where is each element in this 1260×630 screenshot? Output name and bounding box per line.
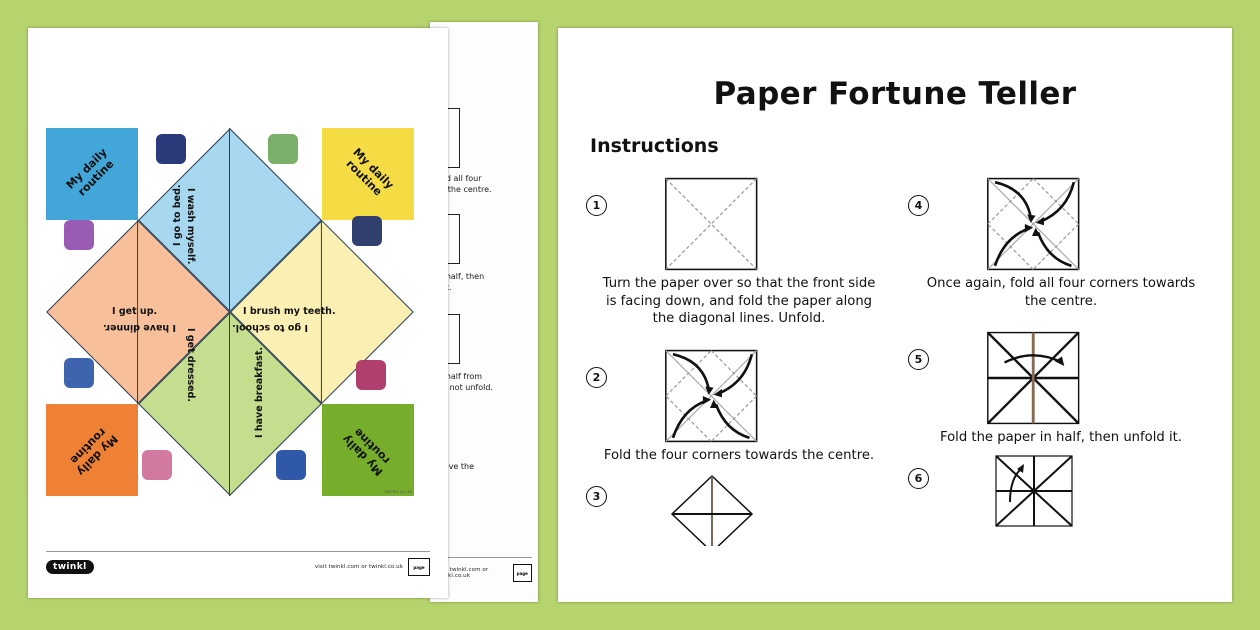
step-3-diagram-icon <box>670 474 754 546</box>
quadrant-label-have-dinner: I have dinner. <box>103 322 176 333</box>
fortune-teller-corner-top-right: My daily routine <box>322 128 414 220</box>
instruction-step-3: 3 <box>578 472 890 546</box>
child-washing-icon <box>268 134 298 164</box>
child-brushing-icon <box>352 216 382 246</box>
behind-visit-badge-icon: page <box>512 564 532 582</box>
twinkl-logo[interactable]: twinkl <box>46 560 94 574</box>
step-2-diagram-icon <box>665 349 758 443</box>
instruction-column-right: 4 <box>900 163 1212 531</box>
instruction-step-4: 4 <box>900 163 1212 310</box>
behind-footer-note: visit twinkl.com or twinkl.co.uk <box>436 567 489 579</box>
left-page-footer: twinkl visit twinkl.com or twinkl.co.uk … <box>46 551 430 576</box>
instruction-step-2: 2 <box>578 335 890 465</box>
instructions-heading: Instructions <box>590 135 719 157</box>
child-breakfast-icon <box>276 450 306 480</box>
step-number-3: 3 <box>586 485 607 507</box>
step-number-4: 4 <box>908 195 929 216</box>
right-page-instructions[interactable]: Paper Fortune Teller Instructions 1 Turn… <box>558 28 1232 602</box>
quadrant-label-get-up: I get up. <box>112 306 158 317</box>
fortune-teller-diagram: My daily routine My daily routine My dai… <box>46 128 416 498</box>
child-school-icon <box>356 360 386 390</box>
step-number-6: 6 <box>908 468 929 490</box>
instruction-step-1: 1 Turn the paper over so that the front … <box>578 163 890 328</box>
fortune-teller-corner-bottom-left: My daily routine <box>46 404 138 496</box>
child-dressing-icon <box>142 450 172 480</box>
child-sleeping-icon <box>156 134 186 164</box>
step-number-2: 2 <box>586 367 607 389</box>
step-1-diagram-icon <box>665 177 758 271</box>
child-dinner-icon <box>64 358 94 388</box>
fortune-teller-corner-top-left: My daily routine <box>46 128 138 220</box>
instruction-step-5: 5 Fold the paper in half, then unfold it… <box>900 317 1212 447</box>
visit-badge-icon: page <box>408 558 430 576</box>
left-page-fortune-teller-template[interactable]: My daily routine My daily routine My dai… <box>28 28 448 598</box>
quadrant-label-wash-myself: I wash myself. <box>185 188 196 265</box>
step-1-text: Turn the paper over so that the front si… <box>602 276 876 327</box>
quadrant-label-go-to-school: I go to school. <box>232 322 308 333</box>
step-number-5: 5 <box>908 349 929 371</box>
instruction-column-left: 1 Turn the paper over so that the front … <box>578 163 890 549</box>
quadrant-label-brush-teeth: I brush my teeth. <box>243 306 336 317</box>
step-2-text: Fold the four corners towards the centre… <box>603 448 875 464</box>
step-number-1: 1 <box>586 195 607 216</box>
page-title: Paper Fortune Teller <box>713 76 1077 112</box>
behind-page-footer: visit twinkl.com or twinkl.co.uk page <box>436 557 532 582</box>
instruction-step-6: 6 <box>900 454 1212 527</box>
quadrant-label-get-dressed: I get dressed. <box>185 328 196 403</box>
footer-note: visit twinkl.com or twinkl.co.uk <box>314 564 403 570</box>
quadrant-label-have-breakfast: I have breakfast. <box>254 347 265 438</box>
quadrant-label-go-to-bed: I go to bed. <box>172 184 183 246</box>
step-5-diagram-icon <box>986 332 1080 425</box>
step-4-diagram-icon <box>987 177 1080 271</box>
child-waking-icon <box>64 220 94 250</box>
step-5-text: Fold the paper in half, then unfold it. <box>939 430 1182 446</box>
step-6-diagram-icon <box>995 455 1073 527</box>
fortune-teller-corner-bottom-right: My daily routine <box>322 404 414 496</box>
fortune-teller-credit: twinkl.co.uk <box>384 489 412 494</box>
step-4-text: Once again, fold all four corners toward… <box>926 276 1196 309</box>
